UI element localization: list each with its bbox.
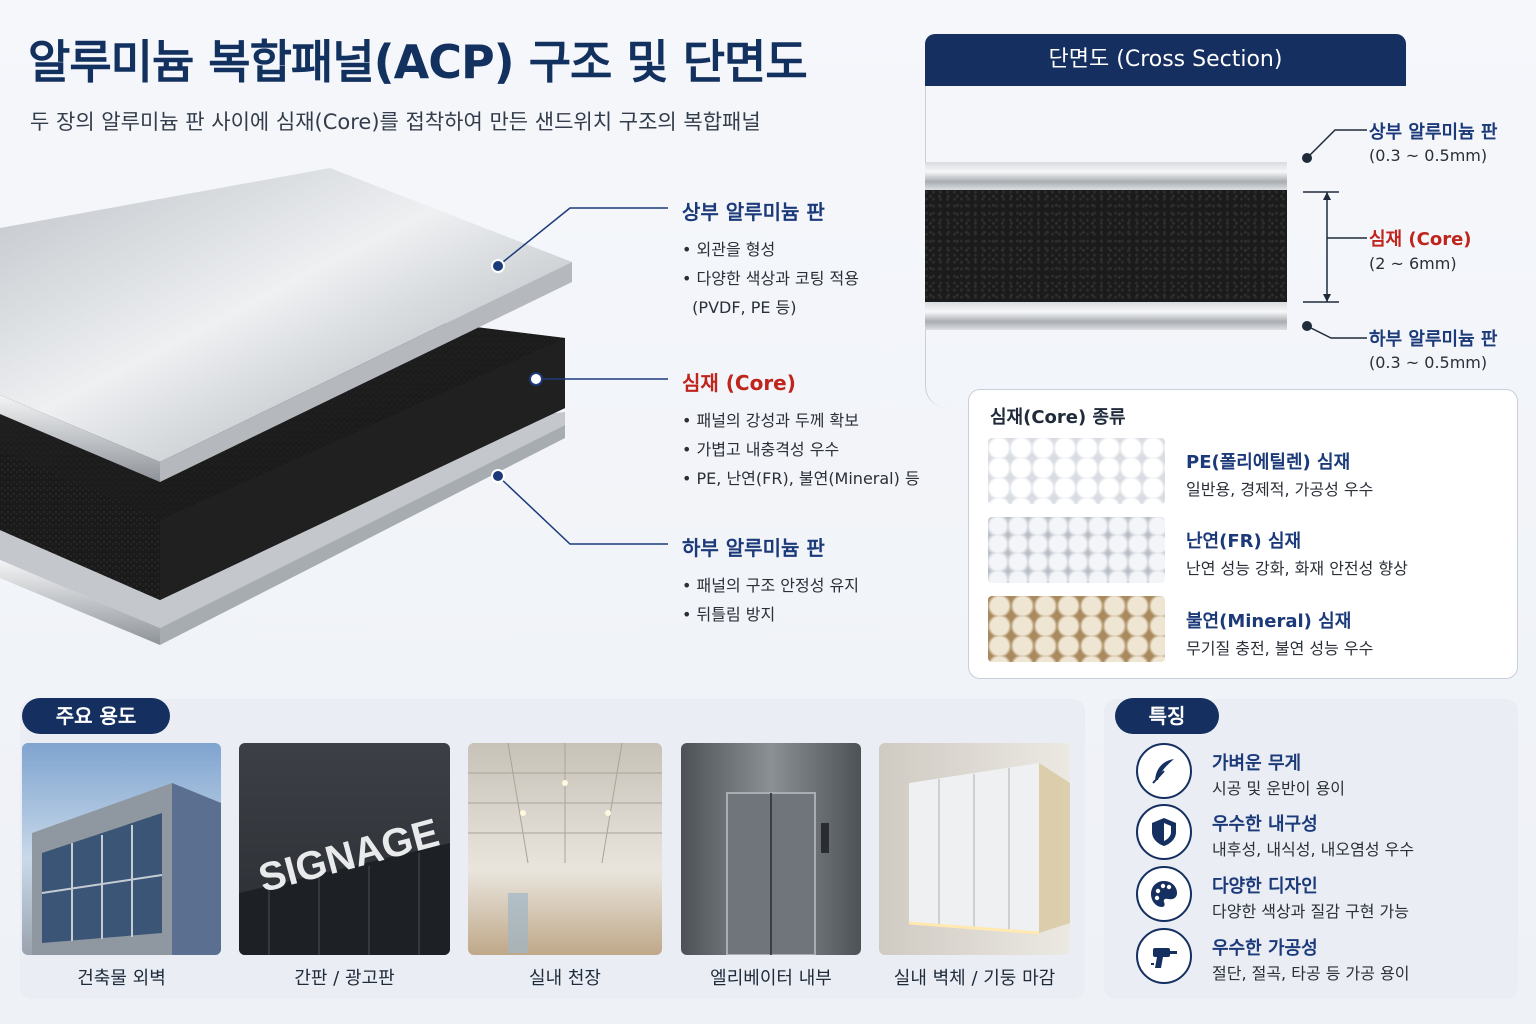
core-type-desc: 무기질 충전, 불연 성능 우수 — [1186, 639, 1374, 658]
feature-desc: 시공 및 운반이 용이 — [1212, 779, 1346, 798]
core-type-name: 불연(Mineral) 심재 — [1186, 611, 1352, 632]
page-subtitle: 두 장의 알루미늄 판 사이에 심재(Core)를 접착하여 만든 샌드위치 구… — [30, 110, 761, 134]
callout-core: 심재 (Core) 패널의 강성과 두께 확보 가볍고 내충격성 우수 PE, … — [682, 367, 920, 493]
core-type-desc: 일반용, 경제적, 가공성 우수 — [1186, 480, 1374, 499]
list-item: 패널의 구조 안정성 유지 — [682, 571, 859, 600]
use-image-ceiling — [468, 743, 662, 955]
mineral-core-swatch — [988, 596, 1165, 662]
callout-title: 하부 알루미늄 판 — [682, 536, 825, 560]
cross-section-bottom-spec: (0.3 ~ 0.5mm) — [1369, 353, 1488, 372]
drill-icon — [1136, 928, 1192, 984]
shield-icon — [1136, 804, 1192, 860]
cross-section-top-label: 상부 알루미늄 판 — [1369, 122, 1498, 143]
core-types-title: 심재(Core) 종류 — [990, 407, 1126, 428]
callout-title: 심재 (Core) — [682, 371, 796, 395]
cross-section-core-label: 심재 (Core) — [1369, 229, 1472, 250]
list-item: 뒤틀림 방지 — [682, 600, 859, 629]
core-type-desc: 난연 성능 강화, 화재 안전성 향상 — [1186, 559, 1408, 578]
use-image-signage: SIGNAGE — [239, 743, 450, 955]
cross-section-top-spec: (0.3 ~ 0.5mm) — [1369, 146, 1488, 165]
use-image-elevator — [681, 743, 861, 955]
cross-section-bottom-aluminum — [925, 302, 1287, 330]
cross-section-dimension-lines — [1302, 129, 1367, 339]
use-caption: 엘리베이터 내부 — [710, 968, 832, 989]
cross-section-core-spec: (2 ~ 6mm) — [1369, 254, 1457, 273]
core-type-name: 난연(FR) 심재 — [1186, 531, 1302, 552]
cross-section-top-aluminum — [925, 162, 1287, 190]
fr-core-swatch — [988, 517, 1165, 583]
pe-core-swatch — [988, 438, 1165, 504]
use-caption: 실내 천장 — [529, 968, 601, 989]
callout-bottom-sheet: 하부 알루미늄 판 패널의 구조 안정성 유지 뒤틀림 방지 — [682, 532, 859, 629]
list-item: 외관을 형성 — [682, 235, 859, 264]
features-title: 특징 — [1115, 698, 1219, 734]
use-caption: 간판 / 광고판 — [294, 968, 395, 989]
list-item: 다양한 색상과 코팅 적용 — [682, 264, 859, 293]
callout-top-sheet: 상부 알루미늄 판 외관을 형성 다양한 색상과 코팅 적용 (PVDF, PE… — [682, 196, 859, 322]
list-item: 가볍고 내충격성 우수 — [682, 435, 920, 464]
list-item: PE, 난연(FR), 불연(Mineral) 등 — [682, 464, 920, 493]
feature-desc: 다양한 색상과 질감 구현 가능 — [1212, 902, 1409, 921]
core-type-name: PE(폴리에틸렌) 심재 — [1186, 452, 1351, 473]
feature-title: 가벼운 무게 — [1212, 753, 1302, 774]
list-item: (PVDF, PE 등) — [692, 298, 797, 317]
uses-title: 주요 용도 — [22, 698, 170, 734]
feature-title: 다양한 디자인 — [1212, 876, 1318, 897]
feather-icon — [1136, 743, 1192, 799]
cross-section-header: 단면도 (Cross Section) — [925, 34, 1406, 86]
feature-desc: 절단, 절곡, 타공 등 가공 용이 — [1212, 964, 1410, 983]
use-caption: 건축물 외벽 — [77, 968, 166, 989]
palette-icon — [1136, 866, 1192, 922]
page-title: 알루미늄 복합패널(ACP) 구조 및 단면도 — [28, 35, 808, 89]
feature-title: 우수한 내구성 — [1212, 814, 1318, 835]
use-image-building-facade — [22, 743, 221, 955]
acp-layer-illustration — [0, 168, 600, 645]
callout-leader-lines — [600, 207, 668, 545]
cross-section-core — [925, 190, 1287, 302]
use-caption: 실내 벽체 / 기둥 마감 — [893, 968, 1056, 989]
list-item: 패널의 강성과 두께 확보 — [682, 406, 920, 435]
top-aluminum-sheet — [0, 168, 572, 482]
feature-desc: 내후성, 내식성, 내오염성 우수 — [1212, 840, 1415, 859]
cross-section-bottom-label: 하부 알루미늄 판 — [1369, 329, 1498, 350]
use-image-interior-wall — [879, 743, 1070, 955]
callout-title: 상부 알루미늄 판 — [682, 200, 825, 224]
feature-title: 우수한 가공성 — [1212, 938, 1318, 959]
